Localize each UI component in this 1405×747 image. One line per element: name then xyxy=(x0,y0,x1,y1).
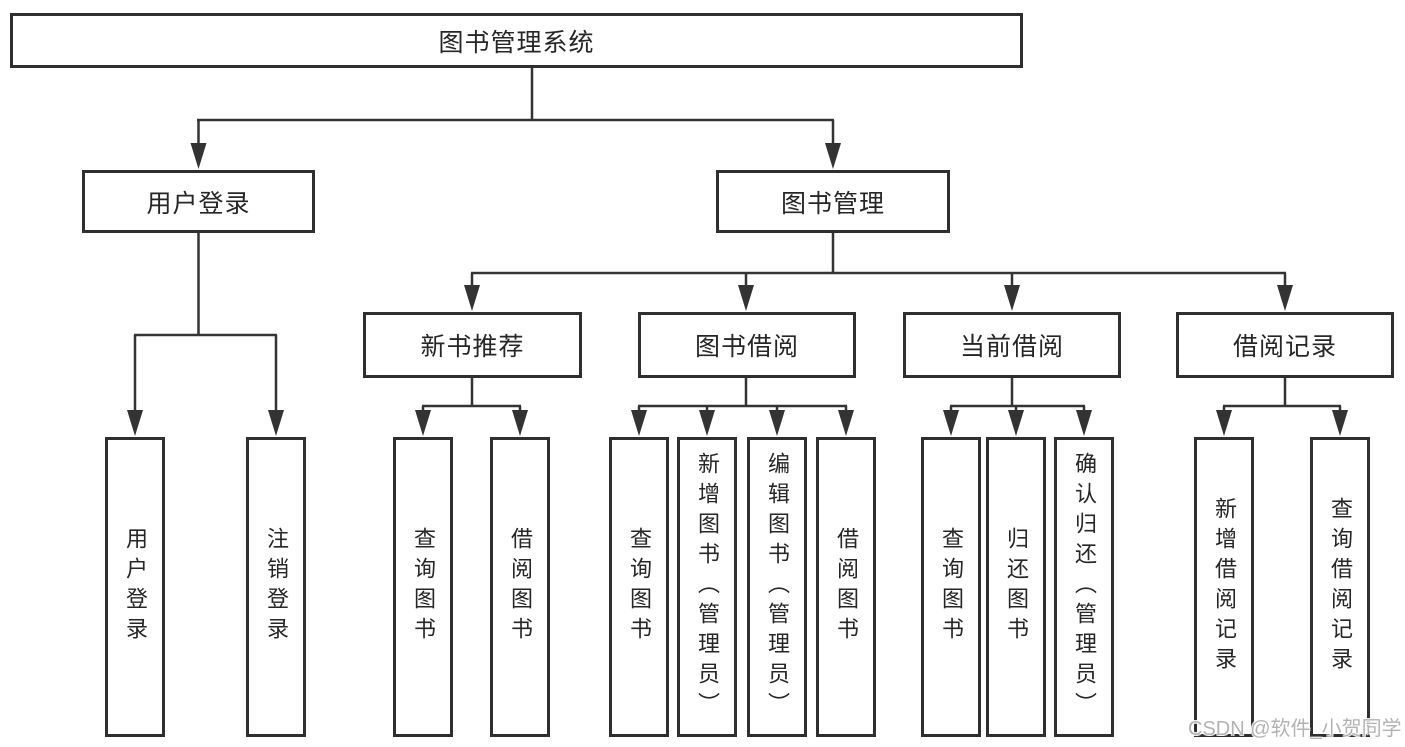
leaf-add-borrow-record: 新增借阅记录 xyxy=(1194,437,1254,737)
connector-user-login-split xyxy=(127,233,284,436)
leaf-query-book-current: 查询图书 xyxy=(921,437,981,737)
node-label: 查询图书 xyxy=(939,527,964,647)
connector-current-split xyxy=(943,378,1092,436)
node-label: 查询图书 xyxy=(411,527,436,647)
node-label: 归还图书 xyxy=(1004,527,1029,647)
node-label: 新增借阅记录 xyxy=(1212,497,1237,677)
leaf-borrow-book-newbook: 借阅图书 xyxy=(490,437,550,737)
leaf-borrow-book-borrow: 借阅图书 xyxy=(816,437,876,737)
node-label: 确认归还（管理员） xyxy=(1072,452,1097,722)
node-user-login: 用户登录 xyxy=(82,170,315,233)
node-label: 图书管理系统 xyxy=(438,28,595,57)
leaf-logout-login: 注销登录 xyxy=(246,437,306,737)
node-label: 用户登录 xyxy=(146,189,251,218)
node-label: 图书借阅 xyxy=(694,333,799,361)
node-book-management: 图书管理 xyxy=(716,170,950,233)
connector-record-split xyxy=(1216,378,1348,436)
connector-book-mgmt-split xyxy=(464,233,1293,311)
node-label: 借阅记录 xyxy=(1232,333,1337,361)
node-new-book-recommend: 新书推荐 xyxy=(363,312,582,378)
leaf-user-login: 用户登录 xyxy=(105,437,165,737)
leaf-edit-book-admin: 编辑图书（管理员） xyxy=(747,437,807,737)
node-borrow-record: 借阅记录 xyxy=(1176,312,1394,378)
connector-newbook-split xyxy=(415,378,528,436)
node-label: 借阅图书 xyxy=(834,527,859,647)
connector-bookborrow-split xyxy=(631,378,854,436)
node-label: 注销登录 xyxy=(264,527,289,647)
node-label: 查询图书 xyxy=(627,527,652,647)
leaf-add-book-admin: 新增图书（管理员） xyxy=(677,437,737,737)
node-label: 当前借阅 xyxy=(959,333,1064,361)
node-label: 新书推荐 xyxy=(420,333,525,361)
node-library-management-system: 图书管理系统 xyxy=(10,13,1023,68)
node-label: 用户登录 xyxy=(123,527,148,647)
watermark: CSDN @软件_小贺同学 xyxy=(1188,718,1402,740)
node-label: 查询借阅记录 xyxy=(1328,497,1353,677)
leaf-return-book: 归还图书 xyxy=(986,437,1046,737)
leaf-query-book-newbook: 查询图书 xyxy=(393,437,453,737)
node-label: 新增图书（管理员） xyxy=(695,452,720,722)
node-current-borrow: 当前借阅 xyxy=(903,312,1121,378)
connector-root-split xyxy=(190,68,841,169)
node-label: 编辑图书（管理员） xyxy=(765,452,790,722)
node-label: 借阅图书 xyxy=(508,527,533,647)
node-book-borrow: 图书借阅 xyxy=(638,312,856,378)
node-label: 图书管理 xyxy=(780,189,885,218)
leaf-confirm-return-admin: 确认归还（管理员） xyxy=(1054,437,1114,737)
leaf-query-borrow-record: 查询借阅记录 xyxy=(1310,437,1370,737)
leaf-query-book-borrow: 查询图书 xyxy=(609,437,669,737)
